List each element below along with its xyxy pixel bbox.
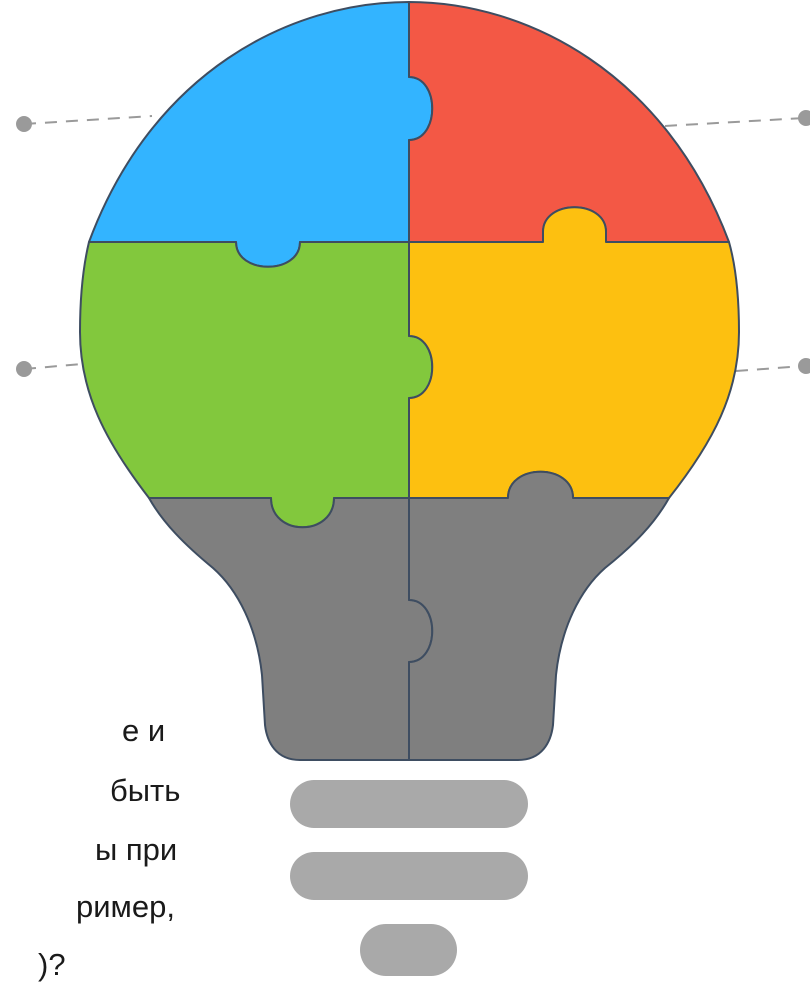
body-text-line-4: ример, [76, 889, 175, 925]
puzzle-piece-red [409, 2, 729, 242]
puzzle-piece-blue [89, 2, 432, 267]
body-text-line-1: е и [122, 713, 165, 749]
puzzle-piece-green [80, 242, 432, 527]
puzzle-piece-gray-right [409, 472, 669, 760]
body-text-line-5: )? [38, 947, 66, 983]
puzzle-piece-gray-left [149, 498, 432, 760]
bulb-base-bar-1 [290, 780, 528, 828]
body-text-line-2: быть [110, 773, 180, 809]
bulb-base-bar-3 [360, 924, 457, 976]
body-text-line-3: ы при [95, 832, 177, 868]
connector-left-top [16, 116, 152, 132]
connector-left-bottom [16, 361, 82, 377]
connector-right-bottom [736, 358, 810, 374]
puzzle-piece-yellow [409, 207, 739, 498]
bulb-base-bar-2 [290, 852, 528, 900]
connector-right-top [665, 110, 810, 126]
